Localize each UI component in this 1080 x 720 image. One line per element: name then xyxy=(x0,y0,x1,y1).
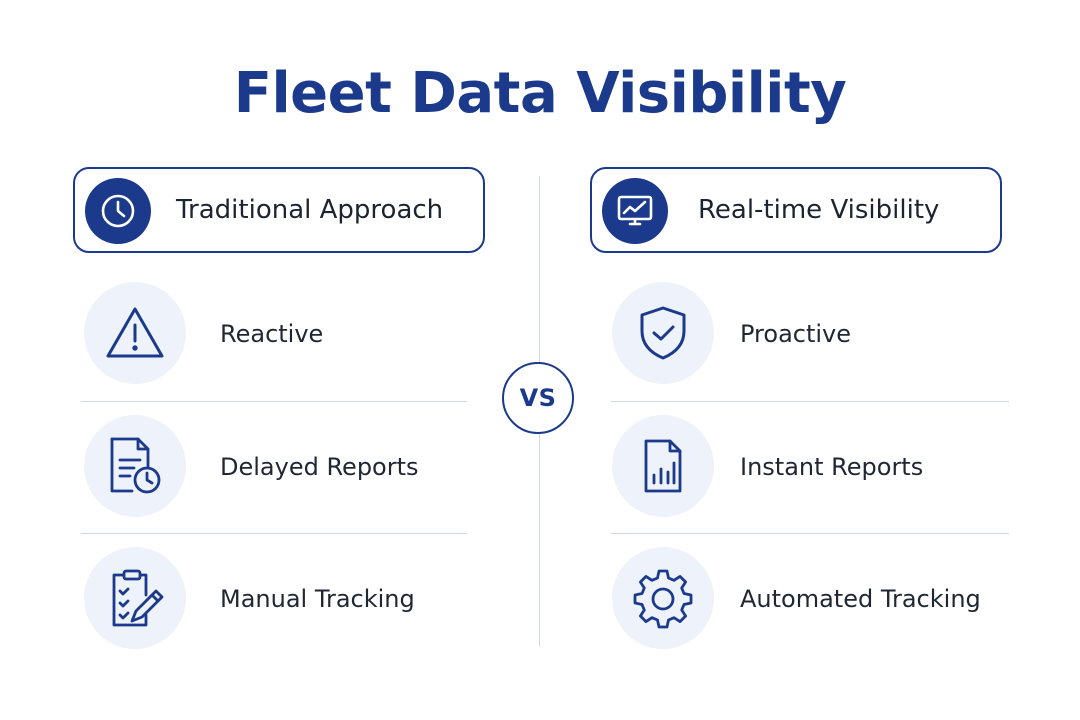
realtime-header-label: Real-time Visibility xyxy=(698,195,940,225)
list-item-label: Automated Tracking xyxy=(740,585,981,613)
row-divider xyxy=(611,533,1009,534)
clock-icon xyxy=(85,178,151,244)
row-divider xyxy=(81,401,467,402)
clipboard-pencil-icon xyxy=(84,547,186,649)
list-item-reactive: Reactive xyxy=(73,282,485,392)
list-item-automated-tracking: Automated Tracking xyxy=(601,547,1013,657)
page-title: Fleet Data Visibility xyxy=(233,61,847,126)
list-item-label: Delayed Reports xyxy=(220,453,419,481)
shield-check-icon xyxy=(612,282,714,384)
document-bar-chart-icon xyxy=(612,415,714,517)
list-item-label: Instant Reports xyxy=(740,453,924,481)
list-item-manual-tracking: Manual Tracking xyxy=(73,547,485,657)
row-divider xyxy=(81,533,467,534)
traditional-column: Traditional Approach xyxy=(73,167,485,253)
list-item-label: Proactive xyxy=(740,320,852,348)
row-divider xyxy=(611,401,1009,402)
list-item-delayed-reports: Delayed Reports xyxy=(73,415,485,525)
list-item-label: Reactive xyxy=(220,320,324,348)
traditional-header-label: Traditional Approach xyxy=(176,195,444,225)
realtime-column: Real-time Visibility xyxy=(590,167,1002,253)
monitor-chart-icon xyxy=(602,178,668,244)
gear-icon xyxy=(612,547,714,649)
warning-triangle-icon xyxy=(84,282,186,384)
list-item-proactive: Proactive xyxy=(601,282,1013,392)
realtime-header: Real-time Visibility xyxy=(590,167,1002,253)
traditional-header: Traditional Approach xyxy=(73,167,485,253)
list-item-instant-reports: Instant Reports xyxy=(601,415,1013,525)
document-clock-icon xyxy=(84,415,186,517)
vs-badge: VS xyxy=(502,362,574,434)
list-item-label: Manual Tracking xyxy=(220,585,415,613)
